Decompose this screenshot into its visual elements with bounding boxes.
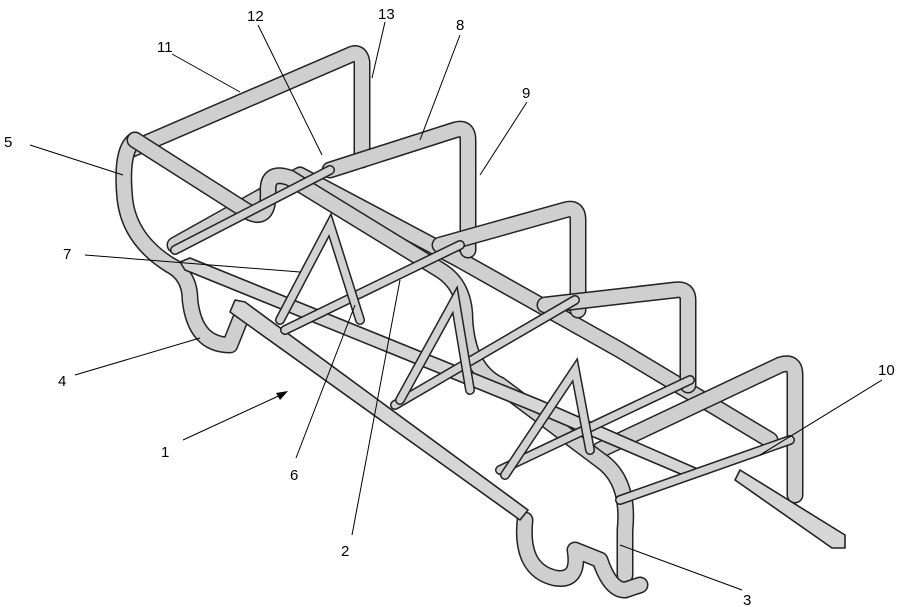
end-frame-5 xyxy=(115,131,249,354)
label-5: 5 xyxy=(4,134,12,151)
label-6: 6 xyxy=(290,467,298,484)
leader-10 xyxy=(759,379,883,456)
main-curved-beam xyxy=(126,131,635,584)
cross-frame-10 xyxy=(591,355,804,504)
label-7: 7 xyxy=(63,246,71,263)
leader-1 xyxy=(182,392,286,441)
end-frame-3 xyxy=(515,511,649,599)
leader-9 xyxy=(479,101,528,176)
label-10: 10 xyxy=(878,362,895,379)
cross-frame-9 xyxy=(431,200,587,319)
label-3: 3 xyxy=(743,592,751,607)
leader-4 xyxy=(74,337,201,376)
cross-rungs xyxy=(170,165,795,505)
label-1: 1 xyxy=(161,444,169,461)
leader-2 xyxy=(351,279,401,536)
cross-frame-8 xyxy=(321,120,477,259)
label-4: 4 xyxy=(58,373,66,390)
leader-lines xyxy=(29,21,883,591)
leader-5 xyxy=(29,144,124,176)
reference-numerals: 1 2 3 4 5 6 7 8 9 10 11 12 13 xyxy=(4,6,895,607)
cross-frame-11-13 xyxy=(121,45,371,169)
leader-6 xyxy=(295,304,356,459)
leader-3 xyxy=(619,544,743,591)
leader-11 xyxy=(171,53,241,93)
label-2: 2 xyxy=(341,543,349,560)
label-8: 8 xyxy=(456,17,464,34)
label-12: 12 xyxy=(247,8,264,25)
arrowhead-1 xyxy=(276,391,288,400)
cross-frame-mid xyxy=(536,281,697,394)
leader-8 xyxy=(419,34,461,141)
leader-13 xyxy=(371,21,386,79)
leader-7 xyxy=(84,254,301,273)
end-flat-bar xyxy=(734,469,846,549)
leader-12 xyxy=(257,24,323,156)
label-9: 9 xyxy=(522,85,530,102)
rear-longitudinal-tube xyxy=(166,166,779,449)
frame-structure xyxy=(115,45,846,599)
label-11: 11 xyxy=(157,39,173,56)
label-13: 13 xyxy=(378,6,395,23)
lower-flat-bar xyxy=(229,299,529,521)
diagonal-bracing xyxy=(275,212,595,480)
